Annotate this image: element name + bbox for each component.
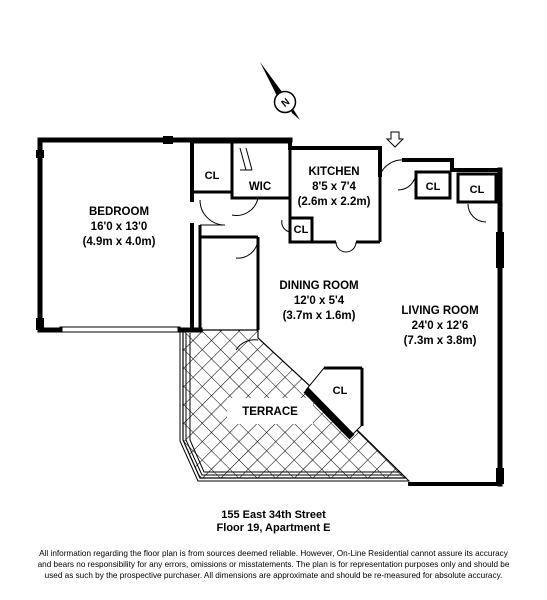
terrace-closet (303, 366, 364, 440)
address-street: 155 East 34th Street (221, 509, 326, 521)
address-unit: Floor 19, Apartment E (216, 522, 331, 534)
dining-room-metric: (3.7m x 1.6m) (283, 310, 356, 322)
interior-walls (190, 140, 498, 330)
living-room-dimensions: 24'0 x 12'6 (412, 320, 469, 332)
kitchen-name: KITCHEN (308, 166, 359, 178)
bedroom-dimensions: 16'0 x 13'0 (91, 221, 148, 233)
closet-labels: CL CL CL CL CL (205, 170, 485, 397)
room-labels: BEDROOM 16'0 x 13'0 (4.9m x 4.0m) KITCHE… (83, 166, 479, 418)
doors (199, 159, 487, 351)
terrace-area (179, 329, 411, 482)
compass-north-icon: N (260, 62, 300, 120)
windows (36, 136, 504, 484)
disclaimer-line-2: and bears no responsibility for any erro… (37, 560, 510, 569)
living-room-metric: (7.3m x 3.8m) (404, 335, 477, 347)
closet-label-terrace: CL (333, 385, 348, 397)
kitchen-dimensions: 8'5 x 7'4 (312, 181, 356, 193)
disclaimer-line-3: used as such by the prospective purchase… (44, 571, 503, 580)
entry-arrow-icon (385, 131, 405, 148)
closet-label-bedroom: CL (205, 170, 220, 182)
dining-room-dimensions: 12'0 x 5'4 (294, 295, 345, 307)
floor-plan: N BEDROOM 16'0 x 13'0 (4.9m x 4.0m) KITC… (36, 62, 504, 487)
disclaimer-line-1: All information regarding the floor plan… (39, 549, 508, 558)
closet-label-kitchen: CL (294, 224, 309, 236)
bedroom-name: BEDROOM (89, 206, 149, 218)
dining-room-name: DINING ROOM (279, 280, 358, 292)
bedroom-metric: (4.9m x 4.0m) (83, 236, 156, 248)
living-room-name: LIVING ROOM (401, 305, 478, 317)
kitchen-metric: (2.6m x 2.2m) (298, 196, 371, 208)
disclaimer: All information regarding the floor plan… (10, 548, 537, 581)
terrace-label-bg (227, 398, 313, 424)
closet-label-living: CL (470, 184, 485, 196)
terrace-label: TERRACE (242, 406, 298, 418)
closet-label-entry: CL (426, 181, 441, 193)
wic-label: WIC (249, 181, 271, 193)
